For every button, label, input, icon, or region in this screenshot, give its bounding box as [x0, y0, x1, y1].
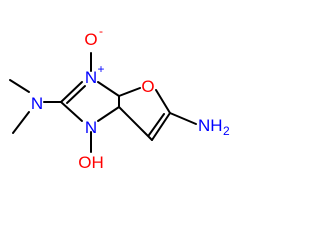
- charge-minus: -: [99, 24, 103, 38]
- bond-n1-c6a: [97, 106, 120, 122]
- atom-o-minus: O: [84, 30, 97, 49]
- atom-n-dimethyl: N: [31, 94, 43, 113]
- atom-o-furan: O: [141, 77, 154, 96]
- bond-c2-n3-double-inner: [66, 85, 86, 104]
- bond-o-furan-c5: [155, 89, 171, 114]
- bonds: [9, 52, 197, 153]
- bond-c5-nh2: [169, 112, 197, 125]
- bond-c3a-o-furan: [118, 87, 141, 97]
- bond-methyl-upper: [9, 79, 30, 93]
- bond-n3-c3a: [97, 81, 120, 97]
- atom-n-hydroxy: N: [85, 118, 97, 137]
- bond-methyl-lower: [12, 111, 30, 134]
- bond-c2-n1: [60, 101, 83, 122]
- bond-c5-c6-double: [151, 112, 171, 141]
- atom-oh: OH: [78, 153, 104, 172]
- structure-canvas: O - N + N O N OH NH 2: [9, 24, 230, 172]
- atom-nh2-subscript: 2: [223, 124, 230, 138]
- atom-n-oxide: N: [85, 68, 97, 87]
- molecule-structure-diagram: O - N + N O N OH NH 2: [9, 24, 230, 172]
- bond-c6-c6a: [118, 106, 153, 141]
- atom-labels: O - N + N O N OH NH 2: [31, 24, 230, 172]
- bond-c2-n3-double: [60, 81, 83, 103]
- atom-nh2: NH: [198, 116, 223, 135]
- charge-plus: +: [97, 62, 104, 76]
- bond-c5-c6-double-inner: [148, 113, 165, 136]
